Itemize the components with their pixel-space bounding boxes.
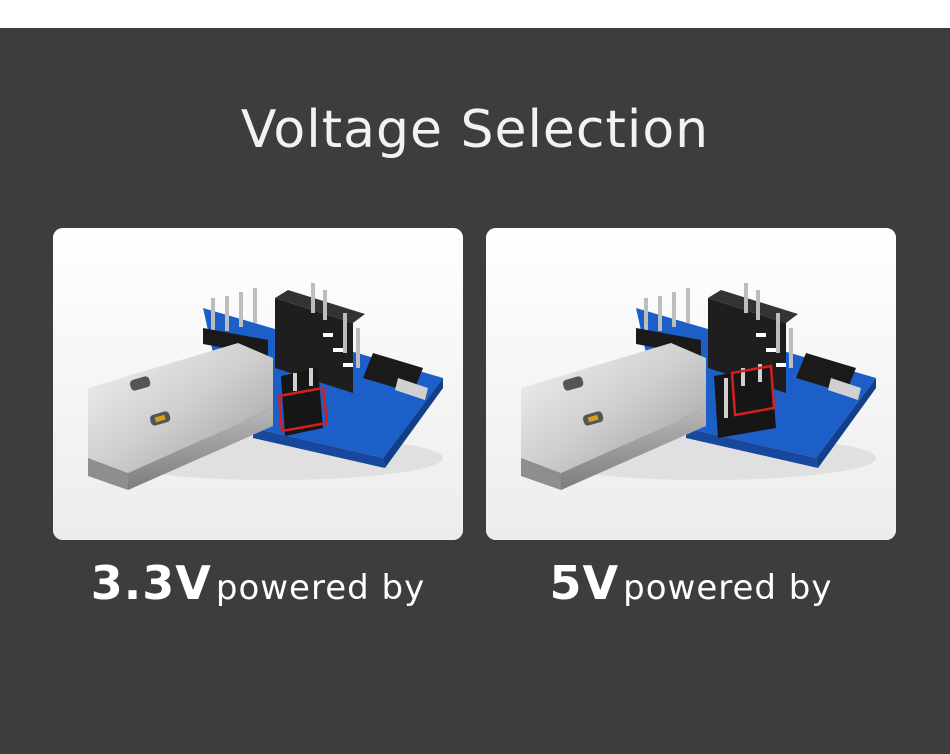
jumper-highlight (730, 364, 776, 417)
board-image-3v3 (53, 228, 463, 540)
voltage-suffix: powered by (623, 568, 833, 608)
jumper-block (714, 366, 776, 438)
usb-plug (88, 343, 273, 473)
voltage-suffix: powered by (215, 568, 426, 608)
usb-board-illustration (486, 228, 896, 540)
page-title: Voltage Selection (240, 100, 710, 160)
voltage-label: 5V (549, 556, 620, 610)
usb-plug (521, 343, 706, 473)
header-pins (211, 283, 360, 368)
jumper-highlight (277, 386, 329, 433)
board-image-5v (486, 228, 896, 540)
header-pins (644, 283, 793, 368)
voltage-label: 3.3V (90, 556, 212, 610)
usb-board-illustration (53, 228, 463, 540)
